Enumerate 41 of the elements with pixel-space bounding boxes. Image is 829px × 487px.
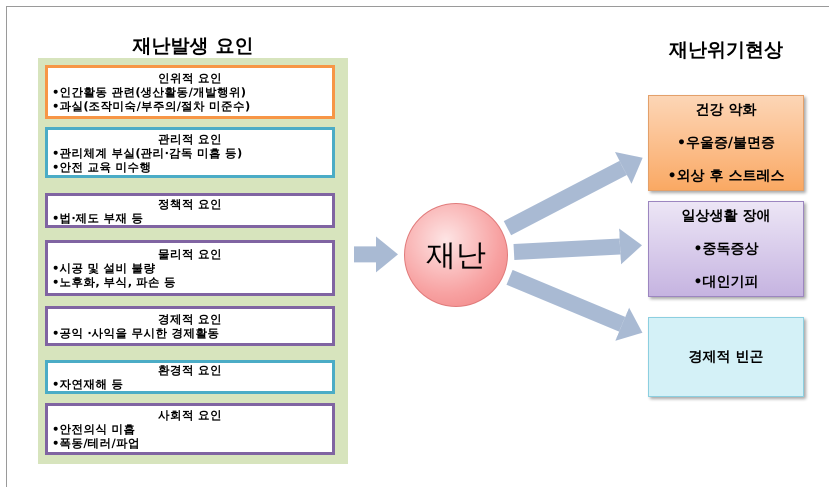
factor-heading: 경제적 요인 <box>156 312 223 326</box>
factor-item: •인간활동 관련(생산활동/개발행위) <box>52 85 248 99</box>
factor-item: •공익 ·사익을 무시한 경제활동 <box>52 326 221 340</box>
block-arrow <box>354 236 398 272</box>
factor-item: •법·제도 부재 등 <box>52 210 145 224</box>
factor-heading: 정책적 요인 <box>156 196 223 210</box>
factor-item: •안전의식 미흡 <box>52 422 136 436</box>
result-box <box>648 317 804 397</box>
result-item: •우울증/불면증 <box>676 134 776 152</box>
result-heading: 일상생활 장애 <box>682 206 770 226</box>
factor-item: •자연재해 등 <box>52 377 124 391</box>
factor-heading: 물리적 요인 <box>156 247 223 261</box>
result-item: •대인기피 <box>694 272 758 292</box>
factor-heading: 관리적 요인 <box>156 132 223 146</box>
factor-box <box>45 306 335 346</box>
disaster-label: 재난 <box>426 236 486 274</box>
result-item: •중독증상 <box>694 240 758 258</box>
factor-item: •폭동/테러/파업 <box>52 436 141 450</box>
result-heading: 경제적 빈곤 <box>688 348 764 366</box>
factor-heading: 인위적 요인 <box>156 71 223 85</box>
panel-heading: 재난발생 요인 <box>131 34 254 58</box>
column-heading: 재난위기현상 <box>668 38 784 63</box>
factor-item: •관리체계 부실(관리·감독 미흡 등) <box>52 146 244 160</box>
factor-box <box>45 65 335 119</box>
result-box <box>648 95 804 191</box>
factor-box <box>45 193 335 228</box>
block-arrow <box>506 270 642 341</box>
factor-item: •안전 교육 미수행 <box>52 160 152 174</box>
factor-heading: 환경적 요인 <box>156 363 223 377</box>
block-arrow <box>504 152 643 236</box>
factor-box <box>45 360 335 394</box>
factor-item: •과실(조작미숙/부주의/절차 미준수) <box>52 99 252 113</box>
factor-item: •시공 및 설비 불량 <box>52 261 156 275</box>
factor-heading: 사회적 요인 <box>156 408 223 422</box>
factor-item: •노후화, 부식, 파손 등 <box>52 275 178 289</box>
result-heading: 건강 악화 <box>696 100 756 120</box>
result-item: •외상 후 스트레스 <box>668 166 784 186</box>
factor-box <box>45 403 335 455</box>
factor-box <box>45 240 335 296</box>
factor-box <box>45 127 335 178</box>
result-box <box>648 201 804 297</box>
